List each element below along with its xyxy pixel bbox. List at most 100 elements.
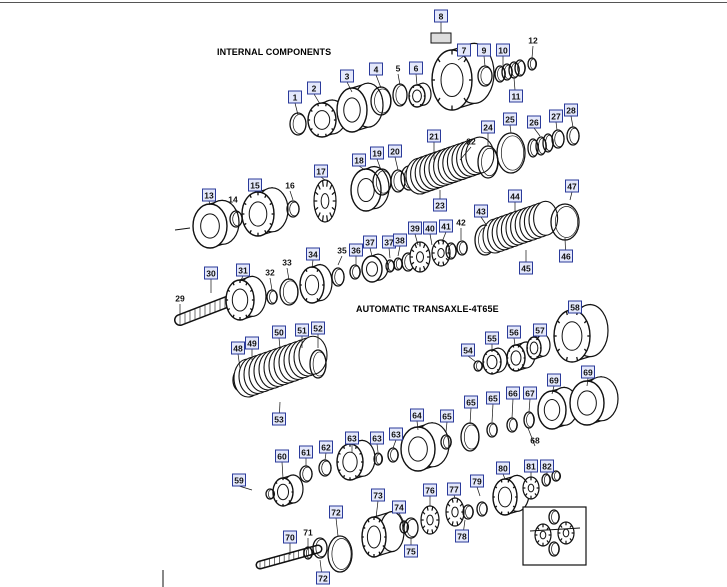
callout-47: 47 (565, 179, 579, 193)
callout-box (455, 529, 469, 543)
callout-box (423, 221, 437, 235)
callout-box (306, 247, 320, 261)
leader-line (278, 337, 281, 349)
callout-17: 17 (314, 164, 328, 178)
callout-39: 39 (408, 221, 422, 235)
ring-part (551, 129, 565, 149)
gear-part (420, 505, 440, 535)
planetary-gear (336, 439, 376, 481)
callout-2: 2 (307, 81, 321, 95)
bearing-part (408, 82, 432, 108)
leader-line (232, 204, 237, 212)
callout-8: 8 (434, 9, 448, 23)
callout-59: 59 (232, 473, 246, 487)
callout-number: 62 (321, 443, 331, 453)
callout-number: 23 (435, 201, 445, 211)
callout-box (524, 459, 538, 473)
callout-32: 32 (265, 268, 275, 278)
leader-line (311, 259, 314, 269)
callout-52: 52 (311, 321, 325, 335)
callout-number: 57 (535, 326, 545, 336)
carrier-part (299, 263, 333, 304)
leader-line (294, 102, 299, 116)
callout-number: 18 (354, 156, 364, 166)
callout-66: 66 (506, 386, 520, 400)
callout-number: 13 (204, 191, 214, 201)
callout-10: 10 (496, 43, 510, 57)
leader-line (376, 158, 382, 171)
callout-number: 65 (488, 394, 498, 404)
ring-part (390, 169, 406, 193)
ring-part (462, 504, 474, 520)
callout-number: 27 (551, 112, 561, 122)
callout-box (283, 530, 297, 544)
callout-number: 49 (247, 339, 257, 349)
callout-number: 36 (351, 246, 361, 256)
callout-box (549, 109, 563, 123)
callout-box (349, 243, 363, 257)
callout-67: 67 (523, 386, 537, 400)
callout-number: 65 (442, 412, 452, 422)
callout-box (433, 198, 447, 212)
gear-part (482, 347, 508, 375)
callout-box (248, 178, 262, 192)
callout-number: 58 (570, 303, 580, 313)
callout-65: 65 (486, 391, 500, 405)
drum-part (569, 375, 619, 426)
callout-box (474, 204, 488, 218)
leader-line (513, 337, 516, 346)
leader-line (570, 115, 574, 128)
leader-line (369, 247, 373, 257)
callout-box (540, 459, 554, 473)
callout-60: 60 (275, 449, 289, 463)
leader-line (335, 517, 339, 537)
callout-number: 75 (406, 547, 416, 557)
callout-30: 30 (204, 266, 218, 280)
callout-number: 14 (228, 195, 238, 205)
ring-part (486, 422, 498, 438)
leader-line (281, 461, 284, 479)
leader-line (445, 421, 448, 433)
callout-75: 75 (404, 544, 418, 558)
callout-79: 79 (470, 474, 484, 488)
ring-part (327, 535, 353, 573)
callout-box (440, 409, 454, 423)
ring-part (523, 411, 535, 429)
callout-number: 25 (505, 115, 515, 125)
callout-56: 56 (507, 325, 521, 339)
callout-48: 48 (231, 341, 245, 355)
callout-number: 80 (498, 464, 508, 474)
transaxle-heading: AUTOMATIC TRANSAXLE-4T65E (356, 304, 499, 314)
ring-part (566, 126, 580, 146)
ring-part (403, 517, 419, 539)
callout-71: 71 (303, 528, 313, 538)
leader-line (337, 255, 343, 266)
output-shaft-gear (225, 275, 267, 321)
callout-box (519, 261, 533, 275)
callout-81: 81 (524, 459, 538, 473)
leader-line (467, 355, 477, 363)
callout-22: 22 (466, 137, 476, 147)
callout-number: 82 (542, 462, 552, 472)
callout-number: 2 (312, 84, 317, 94)
callout-number: 26 (529, 118, 539, 128)
callout-box (345, 431, 359, 445)
callout-41: 41 (439, 219, 453, 233)
callout-69: 69 (547, 373, 561, 387)
callout-number: 37 (384, 238, 394, 248)
callout-box (496, 461, 510, 475)
ring-part (550, 203, 580, 241)
gear-part (313, 179, 337, 223)
leader-line (286, 267, 290, 281)
callout-74: 74 (392, 500, 406, 514)
callout-number: 20 (390, 147, 400, 157)
callout-65: 65 (464, 395, 478, 409)
callout-number: 42 (456, 218, 466, 228)
callout-box (507, 325, 521, 339)
callout-number: 81 (526, 462, 536, 472)
callout-number: 9 (482, 46, 487, 56)
gear-part (522, 476, 540, 500)
callout-13: 13 (202, 188, 216, 202)
ring-part (309, 349, 327, 379)
leader-line (269, 277, 273, 291)
